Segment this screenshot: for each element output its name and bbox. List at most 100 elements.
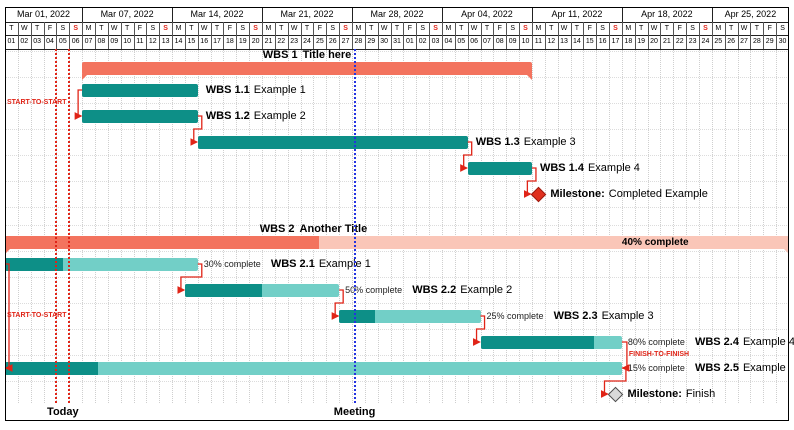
grid-day-line <box>339 49 341 403</box>
task-progress <box>5 361 98 375</box>
grid-day-line <box>506 49 508 403</box>
milestone-desc: Finish <box>685 388 716 400</box>
calendar-day-letter: S <box>420 25 426 32</box>
group-name: WBS 2 <box>259 223 295 235</box>
calendar-day-number: 22 <box>277 38 286 45</box>
calendar-day-separator <box>17 22 19 49</box>
calendar-day-separator <box>686 22 688 49</box>
grid-day-line <box>107 49 109 403</box>
grid-day-line <box>236 49 238 403</box>
group-progress <box>5 236 319 249</box>
grid-row-line <box>5 103 789 104</box>
milestone-desc: Completed Example <box>608 188 708 200</box>
rule-line-today <box>68 49 71 403</box>
grid-day-line <box>596 49 598 403</box>
calendar-day-number: 11 <box>534 38 542 45</box>
calendar-day-letter: F <box>677 25 682 32</box>
grid-day-line <box>454 49 456 403</box>
grid-day-line <box>763 49 765 403</box>
calendar-day-separator <box>133 22 135 49</box>
grid-day-line <box>647 49 649 403</box>
calendar-day-separator <box>557 22 559 49</box>
calendar-day-letter: W <box>380 25 388 32</box>
milestone-label: Milestone:Finish <box>627 387 715 401</box>
grid-row-line <box>5 277 789 278</box>
group-end-left <box>5 248 11 254</box>
calendar-day-number: 16 <box>598 38 607 45</box>
task-progress-label: 25% complete <box>486 311 544 321</box>
calendar-day-letter: T <box>214 25 220 32</box>
calendar-day-number: 05 <box>58 38 67 45</box>
calendar-day-letter: S <box>163 25 168 32</box>
grid-day-line <box>673 49 675 403</box>
calendar-day-separator <box>531 22 533 49</box>
calendar-day-letter: T <box>369 25 374 32</box>
calendar-day-letter: W <box>470 25 478 32</box>
calendar-day-number: 17 <box>611 38 620 45</box>
task-progress <box>5 257 63 271</box>
grid-day-line <box>519 49 521 403</box>
task-desc: Example 2 <box>460 284 513 296</box>
calendar-day-letter: T <box>484 25 490 32</box>
calendar-day-separator <box>30 22 32 49</box>
calendar-day-letter: M <box>445 25 452 32</box>
grid-day-line <box>429 49 431 403</box>
calendar-day-separator <box>262 22 264 49</box>
calendar-day-separator <box>339 22 341 49</box>
milestone-name: Milestone: <box>627 388 682 400</box>
grid-day-line <box>416 49 418 403</box>
calendar-day-letter: T <box>459 25 464 32</box>
calendar-day-separator <box>673 22 675 49</box>
grid-day-line <box>724 49 726 403</box>
week-label-text: Apr 04, 2022 <box>461 9 513 19</box>
calendar-week-label: Apr 11, 2022 <box>532 7 622 22</box>
calendar-day-separator <box>609 22 611 49</box>
calendar-grid-line <box>5 35 789 36</box>
calendar-day-number: 19 <box>238 38 247 45</box>
calendar-day-letter: T <box>124 25 130 32</box>
group-end-right <box>525 74 532 80</box>
calendar-day-number: 09 <box>508 38 517 45</box>
calendar-day-letter: S <box>73 25 78 32</box>
calendar-day-number: 06 <box>470 38 478 45</box>
calendar-day-letter: W <box>560 25 568 32</box>
milestone-label: Milestone:Completed Example <box>550 187 707 201</box>
calendar-day-separator <box>69 22 71 49</box>
week-label-text: Mar 28, 2022 <box>370 9 424 19</box>
calendar-day-letter: W <box>20 25 28 32</box>
calendar-day-separator <box>236 22 238 49</box>
calendar-day-separator <box>467 22 469 49</box>
calendar-day-letter: M <box>265 25 272 32</box>
calendar-day-separator <box>763 22 765 49</box>
grid-day-line <box>223 49 225 403</box>
calendar-day-separator <box>583 22 585 49</box>
calendar-day-separator <box>287 22 289 49</box>
calendar-day-number: 30 <box>778 38 787 45</box>
grid-day-line <box>699 49 701 403</box>
calendar-day-letter: W <box>650 25 658 32</box>
grid-day-line <box>493 49 495 403</box>
calendar-day-separator <box>300 22 302 49</box>
calendar-day-separator <box>313 22 315 49</box>
group-end-left <box>82 74 89 80</box>
calendar-day-number: 22 <box>675 38 684 45</box>
task-bar <box>82 83 198 97</box>
task-desc: Example 4 <box>587 162 640 174</box>
calendar-day-number: 28 <box>354 38 363 45</box>
grid-day-line <box>172 49 174 403</box>
grid-day-line <box>210 49 212 403</box>
grid-row-line <box>5 129 789 130</box>
grid-day-line <box>480 49 482 403</box>
task-bar <box>467 161 532 175</box>
rule-label-meeting: Meeting <box>334 406 376 418</box>
calendar-day-number: 27 <box>341 38 350 45</box>
calendar-week-label: Apr 18, 2022 <box>622 7 712 22</box>
grid-day-line <box>146 49 148 403</box>
rule-label-text: Meeting <box>333 406 376 418</box>
calendar-day-separator <box>274 22 276 49</box>
calendar-day-letter: M <box>625 25 632 32</box>
calendar-day-letter: M <box>175 25 182 32</box>
calendar-day-letter: S <box>780 25 785 32</box>
